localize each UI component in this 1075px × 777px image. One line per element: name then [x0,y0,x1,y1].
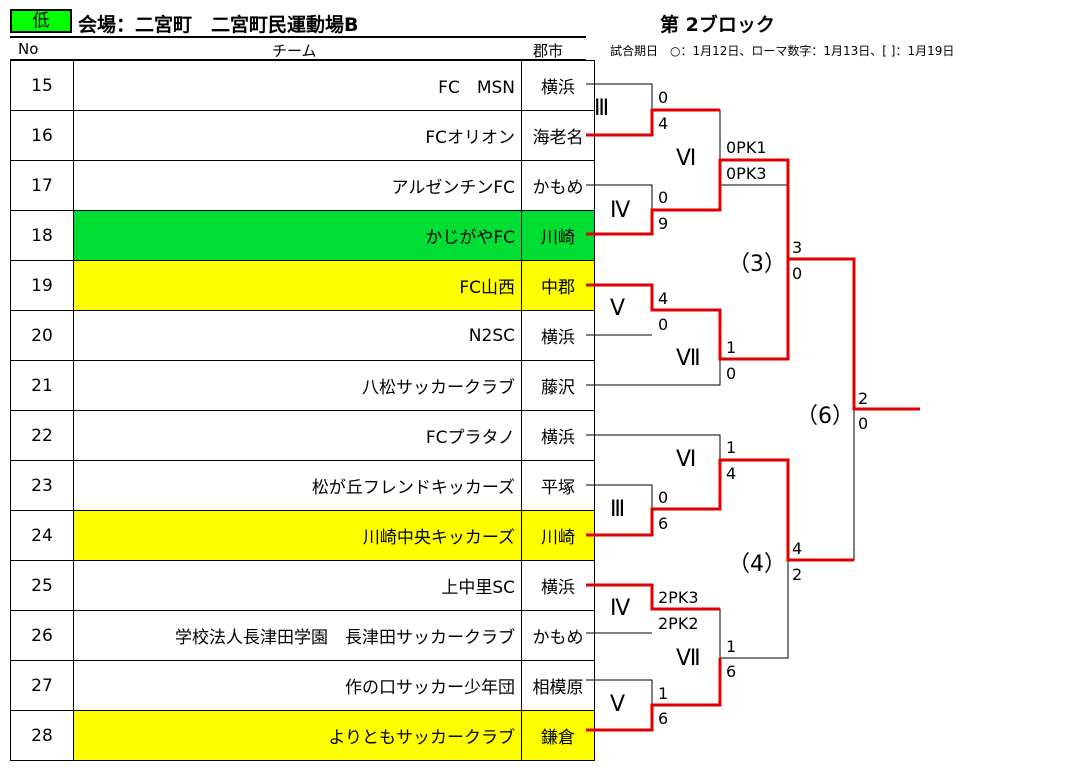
team-number: 16 [10,110,74,161]
team-number: 17 [10,160,74,211]
round-label: Ⅴ [610,692,626,717]
header-underline [10,59,586,60]
score-label: 1 [726,637,737,656]
team-city: 鎌倉 [521,710,595,761]
bracket-line [720,560,789,659]
round-label: Ⅶ [676,646,701,671]
column-header-no: No [18,40,39,58]
score-label: 6 [658,514,669,533]
block-title: 第 2ブロック [660,14,775,36]
score-label: 0 [658,488,669,507]
bracket-line [788,409,855,561]
team-number: 21 [10,360,74,411]
score-label: 0 [858,414,869,433]
team-name: FCオリオン [73,110,522,161]
score-label: 0 [726,364,737,383]
team-name: 松が丘フレンドキッカーズ [73,460,522,511]
team-city: かもめ [521,160,595,211]
score-label: 4 [658,114,669,133]
winner-path [586,458,854,562]
team-city: かもめ [521,610,595,661]
score-label: 2 [792,565,803,584]
bracket-line [586,434,721,460]
team-city: 相模原 [521,660,595,711]
winner-path [586,583,720,611]
level-badge: 低 [10,9,72,33]
score-label: 0 [792,264,803,283]
score-label: 6 [658,709,669,728]
team-name: 川崎中央キッカーズ [73,510,522,561]
team-city: 中郡 [521,260,595,311]
score-label: 0PK1 [726,138,767,157]
round-label: Ⅶ [676,346,701,371]
winner-path [586,108,720,137]
winner-path [586,259,790,361]
score-label: 4 [658,289,669,308]
round-label: Ⅲ [594,96,610,121]
score-label: 1 [658,684,669,703]
team-name: N2SC [73,310,522,361]
team-number: 26 [10,610,74,661]
round-label: Ⅵ [676,146,697,171]
team-name: 作の口サッカー少年団 [73,660,522,711]
team-city: 藤沢 [521,360,595,411]
winner-path [586,658,722,732]
team-name: よりともサッカークラブ [73,710,522,761]
score-label: 2PK2 [658,614,699,633]
round-label: Ⅴ [610,296,626,321]
header-divider [10,36,586,38]
round-label: Ⅲ [610,497,626,522]
score-label: 0 [658,315,669,334]
round-label: Ⅵ [676,447,697,472]
score-label: 0 [658,188,669,207]
team-number: 19 [10,260,74,311]
score-label: 0 [658,88,669,107]
team-name: FC MSN [73,60,522,111]
score-label: 1 [726,338,737,357]
team-number: 23 [10,460,74,511]
score-label: 4 [792,539,803,558]
match-number-label: （3） [728,252,786,277]
team-city: 横浜 [521,410,595,461]
team-city: 横浜 [521,60,595,111]
match-number-label: （6） [796,404,854,429]
team-number: 24 [10,510,74,561]
score-label: 4 [726,464,737,483]
column-header-city: 郡市 [533,42,564,60]
score-label: 1 [726,438,737,457]
team-city: 川崎 [521,210,595,261]
match-date-legend: 試合期日 ○：1月12日、ローマ数字：1月13日、[ ]：1月19日 [610,44,955,58]
score-label: 2 [858,389,869,408]
score-label: 0PK3 [726,164,767,183]
round-label: Ⅳ [610,596,631,621]
score-label: 3 [792,238,803,257]
winner-path [586,158,920,411]
round-label: Ⅳ [610,198,631,223]
team-name: 学校法人長津田学園 長津田サッカークラブ [73,610,522,661]
score-label: 9 [658,214,669,233]
team-name: 上中里SC [73,560,522,611]
team-name: かじがやFC [73,210,522,261]
team-city: 川崎 [521,510,595,561]
venue-title: 会場：二宮町 二宮町民運動場B [78,14,359,36]
match-number-label: （4） [728,552,786,577]
bracket-line [586,359,721,386]
score-label: 2PK3 [658,588,699,607]
score-label: 6 [726,662,737,681]
column-header-team: チーム [272,42,317,60]
team-number: 22 [10,410,74,461]
